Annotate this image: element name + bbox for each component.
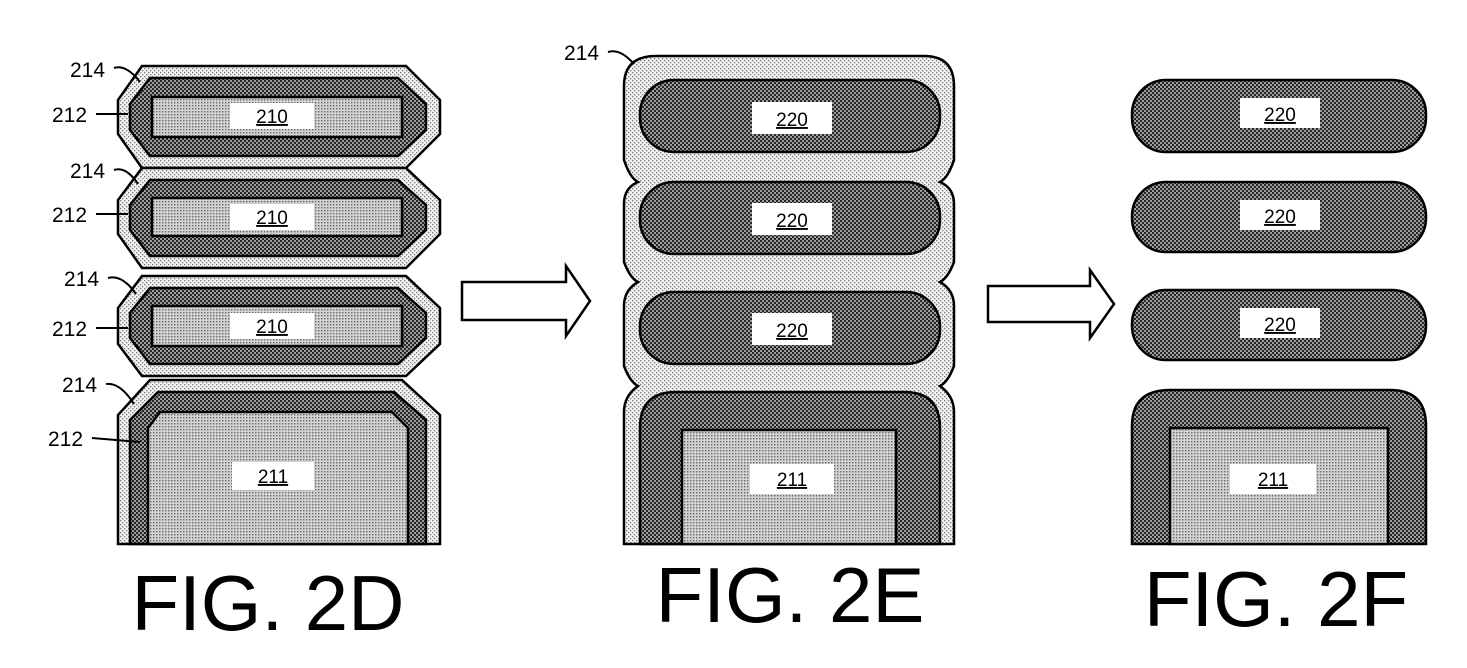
- core-label: 220: [776, 110, 808, 131]
- ref-label-212: 212: [52, 204, 87, 227]
- core-label: 210: [256, 208, 288, 229]
- ref-label-214: 214: [62, 374, 97, 397]
- ref-label-212: 212: [48, 428, 83, 451]
- core-label: 211: [1258, 470, 1288, 491]
- core-label: 220: [1264, 315, 1296, 336]
- core-label: 220: [1264, 207, 1296, 228]
- ref-label-214: 214: [564, 42, 599, 65]
- process-arrow: [462, 266, 590, 336]
- ref-label-214: 214: [70, 160, 105, 183]
- ref-label-214: 214: [70, 59, 105, 82]
- leader-line: [608, 51, 634, 64]
- caption-fig-2d: FIG. 2D: [131, 559, 404, 647]
- core-label: 220: [776, 211, 808, 232]
- core-label: 211: [258, 467, 288, 488]
- fig-2f: 220 220 220 211 FIG. 2F: [1132, 80, 1426, 643]
- core-label: 210: [256, 107, 288, 128]
- core-label: 220: [1264, 105, 1296, 126]
- caption-fig-2f: FIG. 2F: [1144, 555, 1408, 643]
- ref-label-212: 212: [52, 104, 87, 127]
- ref-label-212: 212: [52, 318, 87, 341]
- fig-2d: 210 210 210 211 214 212 214 212 214 212 …: [48, 59, 440, 647]
- core-label: 211: [777, 470, 807, 491]
- core-label: 210: [256, 317, 288, 338]
- ref-label-214: 214: [64, 268, 99, 291]
- caption-fig-2e: FIG. 2E: [656, 551, 925, 639]
- core-label: 220: [776, 321, 808, 342]
- fig-2e: 220 220 220 211 214 FIG. 2E: [564, 42, 954, 639]
- process-arrow: [988, 270, 1114, 338]
